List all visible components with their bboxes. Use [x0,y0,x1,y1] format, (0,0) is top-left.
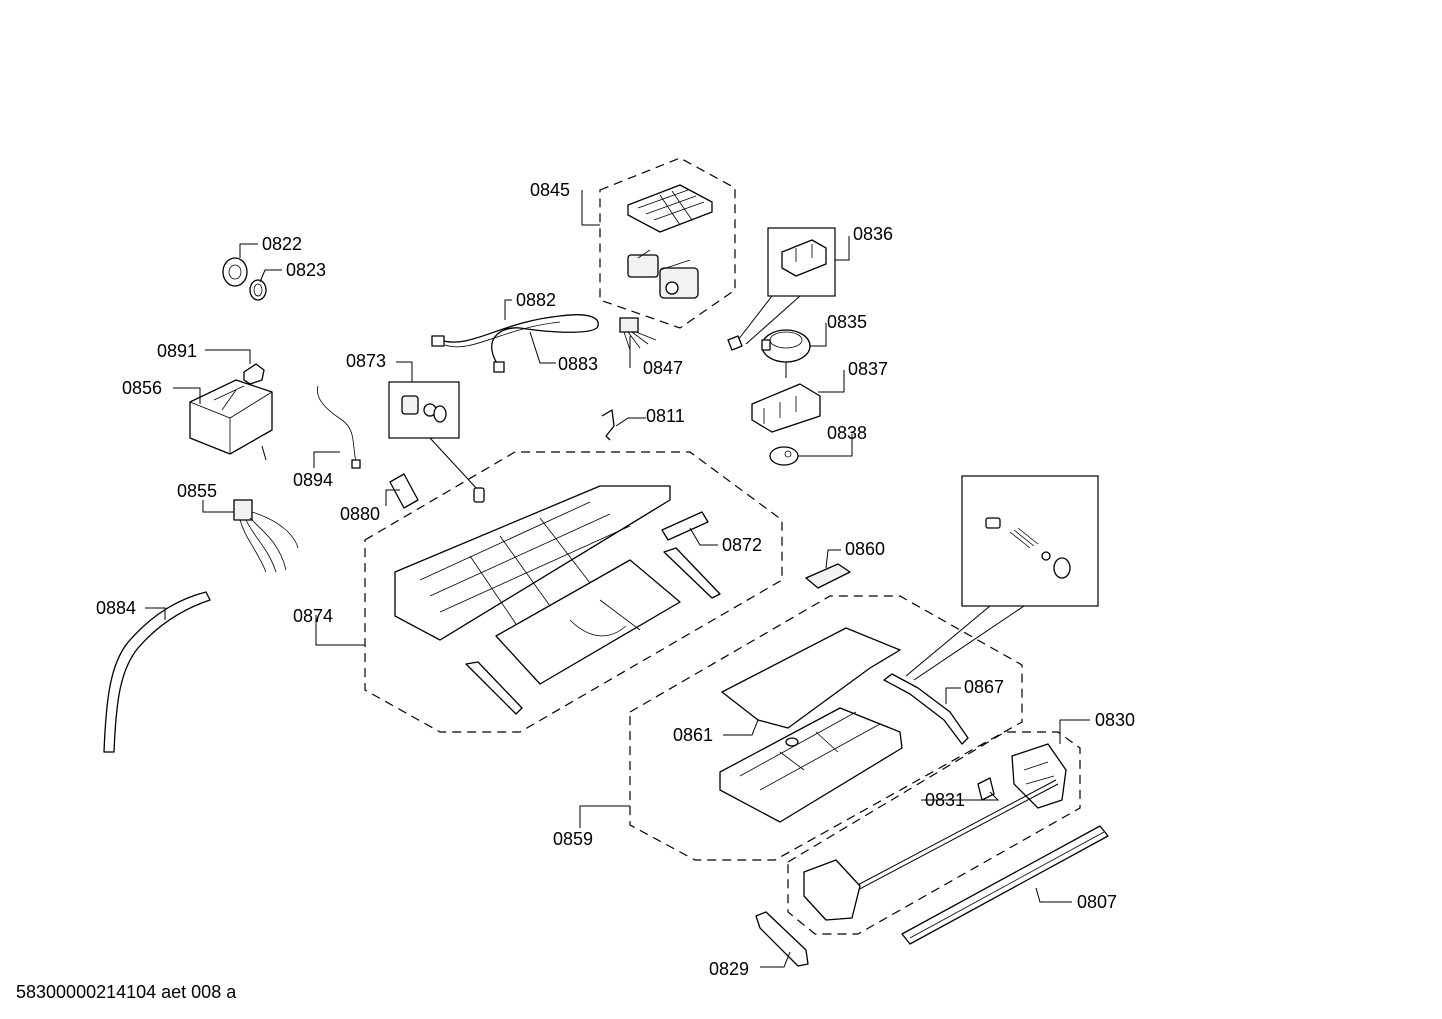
label-0823: 0823 [286,260,326,280]
label-0873: 0873 [346,351,386,371]
group-outline-0874 [364,451,783,733]
label-0807: 0807 [1077,892,1117,912]
part-0838 [769,446,799,466]
part-0836 [727,239,827,351]
label-0860: 0860 [845,539,885,559]
part-0830 [803,743,1067,921]
label-0884: 0884 [96,598,136,618]
label-0880: 0880 [340,504,380,524]
part-0856 [189,379,273,461]
part-0874 [394,485,721,715]
part-0847 [619,317,657,351]
part-0835 [761,329,811,378]
part-0884 [103,591,211,753]
label-0891: 0891 [157,341,197,361]
label-0874: 0874 [293,606,333,626]
part-0807 [901,825,1109,945]
label-0882: 0882 [516,290,556,310]
part-0811 [601,409,615,441]
label-0831: 0831 [925,790,965,810]
label-0855: 0855 [177,481,217,501]
label-0835: 0835 [827,312,867,332]
label-0829: 0829 [709,959,749,979]
part-0867 [883,517,1071,745]
label-0861: 0861 [673,725,713,745]
leader-lines [145,190,1090,968]
label-0872: 0872 [722,535,762,555]
label-0845: 0845 [530,180,570,200]
label-0883: 0883 [558,354,598,374]
part-0891 [243,363,265,385]
part-0831 [977,777,995,801]
part-labels: 0845 0836 0822 0823 0882 0883 0847 0835 … [96,180,1135,979]
part-0829 [755,911,809,967]
label-0836: 0836 [853,224,893,244]
part-0860 [805,563,851,589]
part-0837 [751,383,821,433]
part-0882-0883 [431,314,599,373]
label-0838: 0838 [827,423,867,443]
drawing-code: 58300000214104 aet 008 a [16,982,237,1002]
group-outline-0845 [599,157,736,329]
label-0837: 0837 [848,359,888,379]
group-outline-0830 [787,731,1081,935]
part-0822-0823 [222,257,267,301]
part-0880 [389,473,419,509]
part-0861 [719,627,903,823]
part-0845 [627,184,713,299]
part-0872 [661,511,709,541]
label-0811: 0811 [646,406,685,426]
part-0855 [233,499,299,573]
label-0847: 0847 [643,358,683,378]
label-0856: 0856 [122,378,162,398]
inset-box-0873 [388,381,460,439]
inset-box-0867 [961,475,1099,607]
part-0894 [316,385,361,469]
label-0867: 0867 [964,677,1004,697]
label-0859: 0859 [553,829,593,849]
label-0894: 0894 [293,470,333,490]
label-0830: 0830 [1095,710,1135,730]
group-outline-0859 [629,595,1023,861]
label-0822: 0822 [262,234,302,254]
part-0873 [401,395,485,503]
